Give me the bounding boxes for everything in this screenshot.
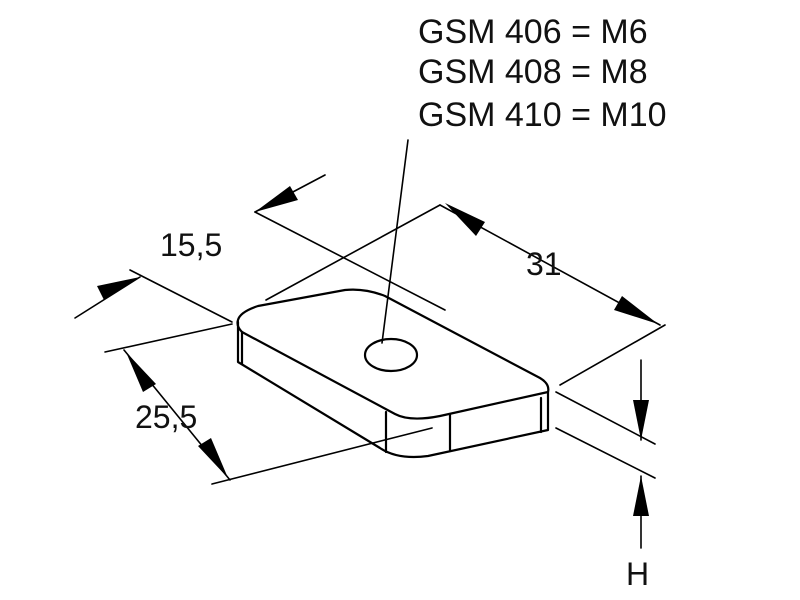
offset-arrow-bottom	[198, 438, 228, 478]
offset-arrow-top	[126, 352, 156, 392]
plate-side-faces	[236, 320, 550, 459]
dimension-offset-label: 25,5	[135, 399, 197, 435]
width-arrow-bottom	[97, 277, 140, 300]
spec-line-m6: GSM 406 = M6	[418, 13, 648, 51]
dimension-width-label: 15,5	[160, 227, 222, 263]
dimension-height-label: H	[626, 556, 649, 592]
height-arrow-top	[633, 400, 649, 440]
plate-top-face	[236, 288, 550, 420]
dimension-offset: 25,5	[104, 323, 433, 485]
height-arrow-bottom	[633, 476, 649, 516]
spec-line-m8: GSM 408 = M8	[418, 53, 648, 91]
dimension-height: H	[555, 359, 656, 592]
width-arrow-top	[255, 186, 298, 212]
dimension-length: 31	[265, 203, 666, 386]
leader-line	[381, 139, 409, 344]
dimension-width: 15,5	[74, 174, 446, 323]
spec-line-m10: GSM 410 = M10	[418, 96, 667, 134]
length-arrow-left	[445, 203, 485, 236]
threaded-hole	[363, 337, 419, 373]
dimension-length-label: 31	[526, 246, 562, 282]
nut-plate	[236, 288, 550, 459]
length-arrow-right	[614, 296, 658, 324]
